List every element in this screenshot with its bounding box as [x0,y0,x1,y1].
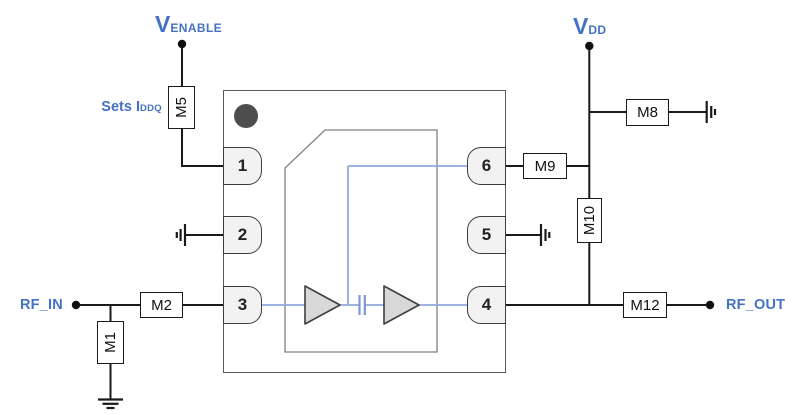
component-m2-label: M2 [151,296,172,314]
pin-1-number: 1 [237,156,248,175]
vdd-node-dot [585,41,594,51]
pin-6-pad: 6 [467,147,506,185]
ground-icon-m1 [98,398,123,410]
component-m5-label: M5 [173,97,190,118]
external-wires [76,44,710,399]
internal-signal-wires [262,165,468,306]
rfout-label: RF_OUT [726,297,786,313]
component-m8-label: M8 [637,104,658,121]
sets-iddq-main: Sets I [101,99,140,115]
amplifier1-icon [304,285,341,325]
vdd-label-sub: DD [588,23,607,37]
pin1-indicator-dot [234,104,258,128]
component-m1-label: M1 [102,332,119,353]
wire-m5-to-pin1 [181,127,224,167]
rfout-node-dot [705,300,715,310]
pin-4-pad: 4 [467,286,506,324]
pin-3-number: 3 [237,295,248,314]
component-m2: M2 [140,292,183,318]
component-m12-label: M12 [630,296,660,314]
capacitor-icon [358,295,366,315]
pin-2-pad: 2 [223,216,262,254]
pin-2-number: 2 [237,225,248,244]
ground-icon-pin5 [539,224,551,246]
venable-label-sub: ENABLE [170,21,223,35]
pin-6-number: 6 [481,156,492,175]
component-m9: M9 [523,153,567,179]
ground-icon-m8 [705,101,717,123]
component-m10-label: M10 [581,205,598,236]
component-m1: M1 [97,321,124,364]
pin-5-number: 5 [481,225,492,244]
pin-3-pad: 3 [223,286,262,324]
ground-icon-pin2 [175,224,187,246]
amplifier2-icon [383,285,420,325]
component-m12: M12 [623,292,667,318]
component-m9-label: M9 [534,157,556,175]
vdd-label-main: V [573,13,589,39]
venable-label-main: V [155,11,171,37]
pin-4-number: 4 [481,295,492,314]
component-m5: M5 [168,86,195,129]
component-m8: M8 [626,99,669,126]
pin-5-pad: 5 [467,216,506,254]
component-m10: M10 [577,198,602,243]
rfin-node-dot [71,300,81,310]
sets-iddq-sub: DDQ [139,103,162,114]
rfin-label: RF_IN [20,297,63,313]
pin-1-pad: 1 [223,147,262,185]
venable-node-dot [177,39,187,49]
